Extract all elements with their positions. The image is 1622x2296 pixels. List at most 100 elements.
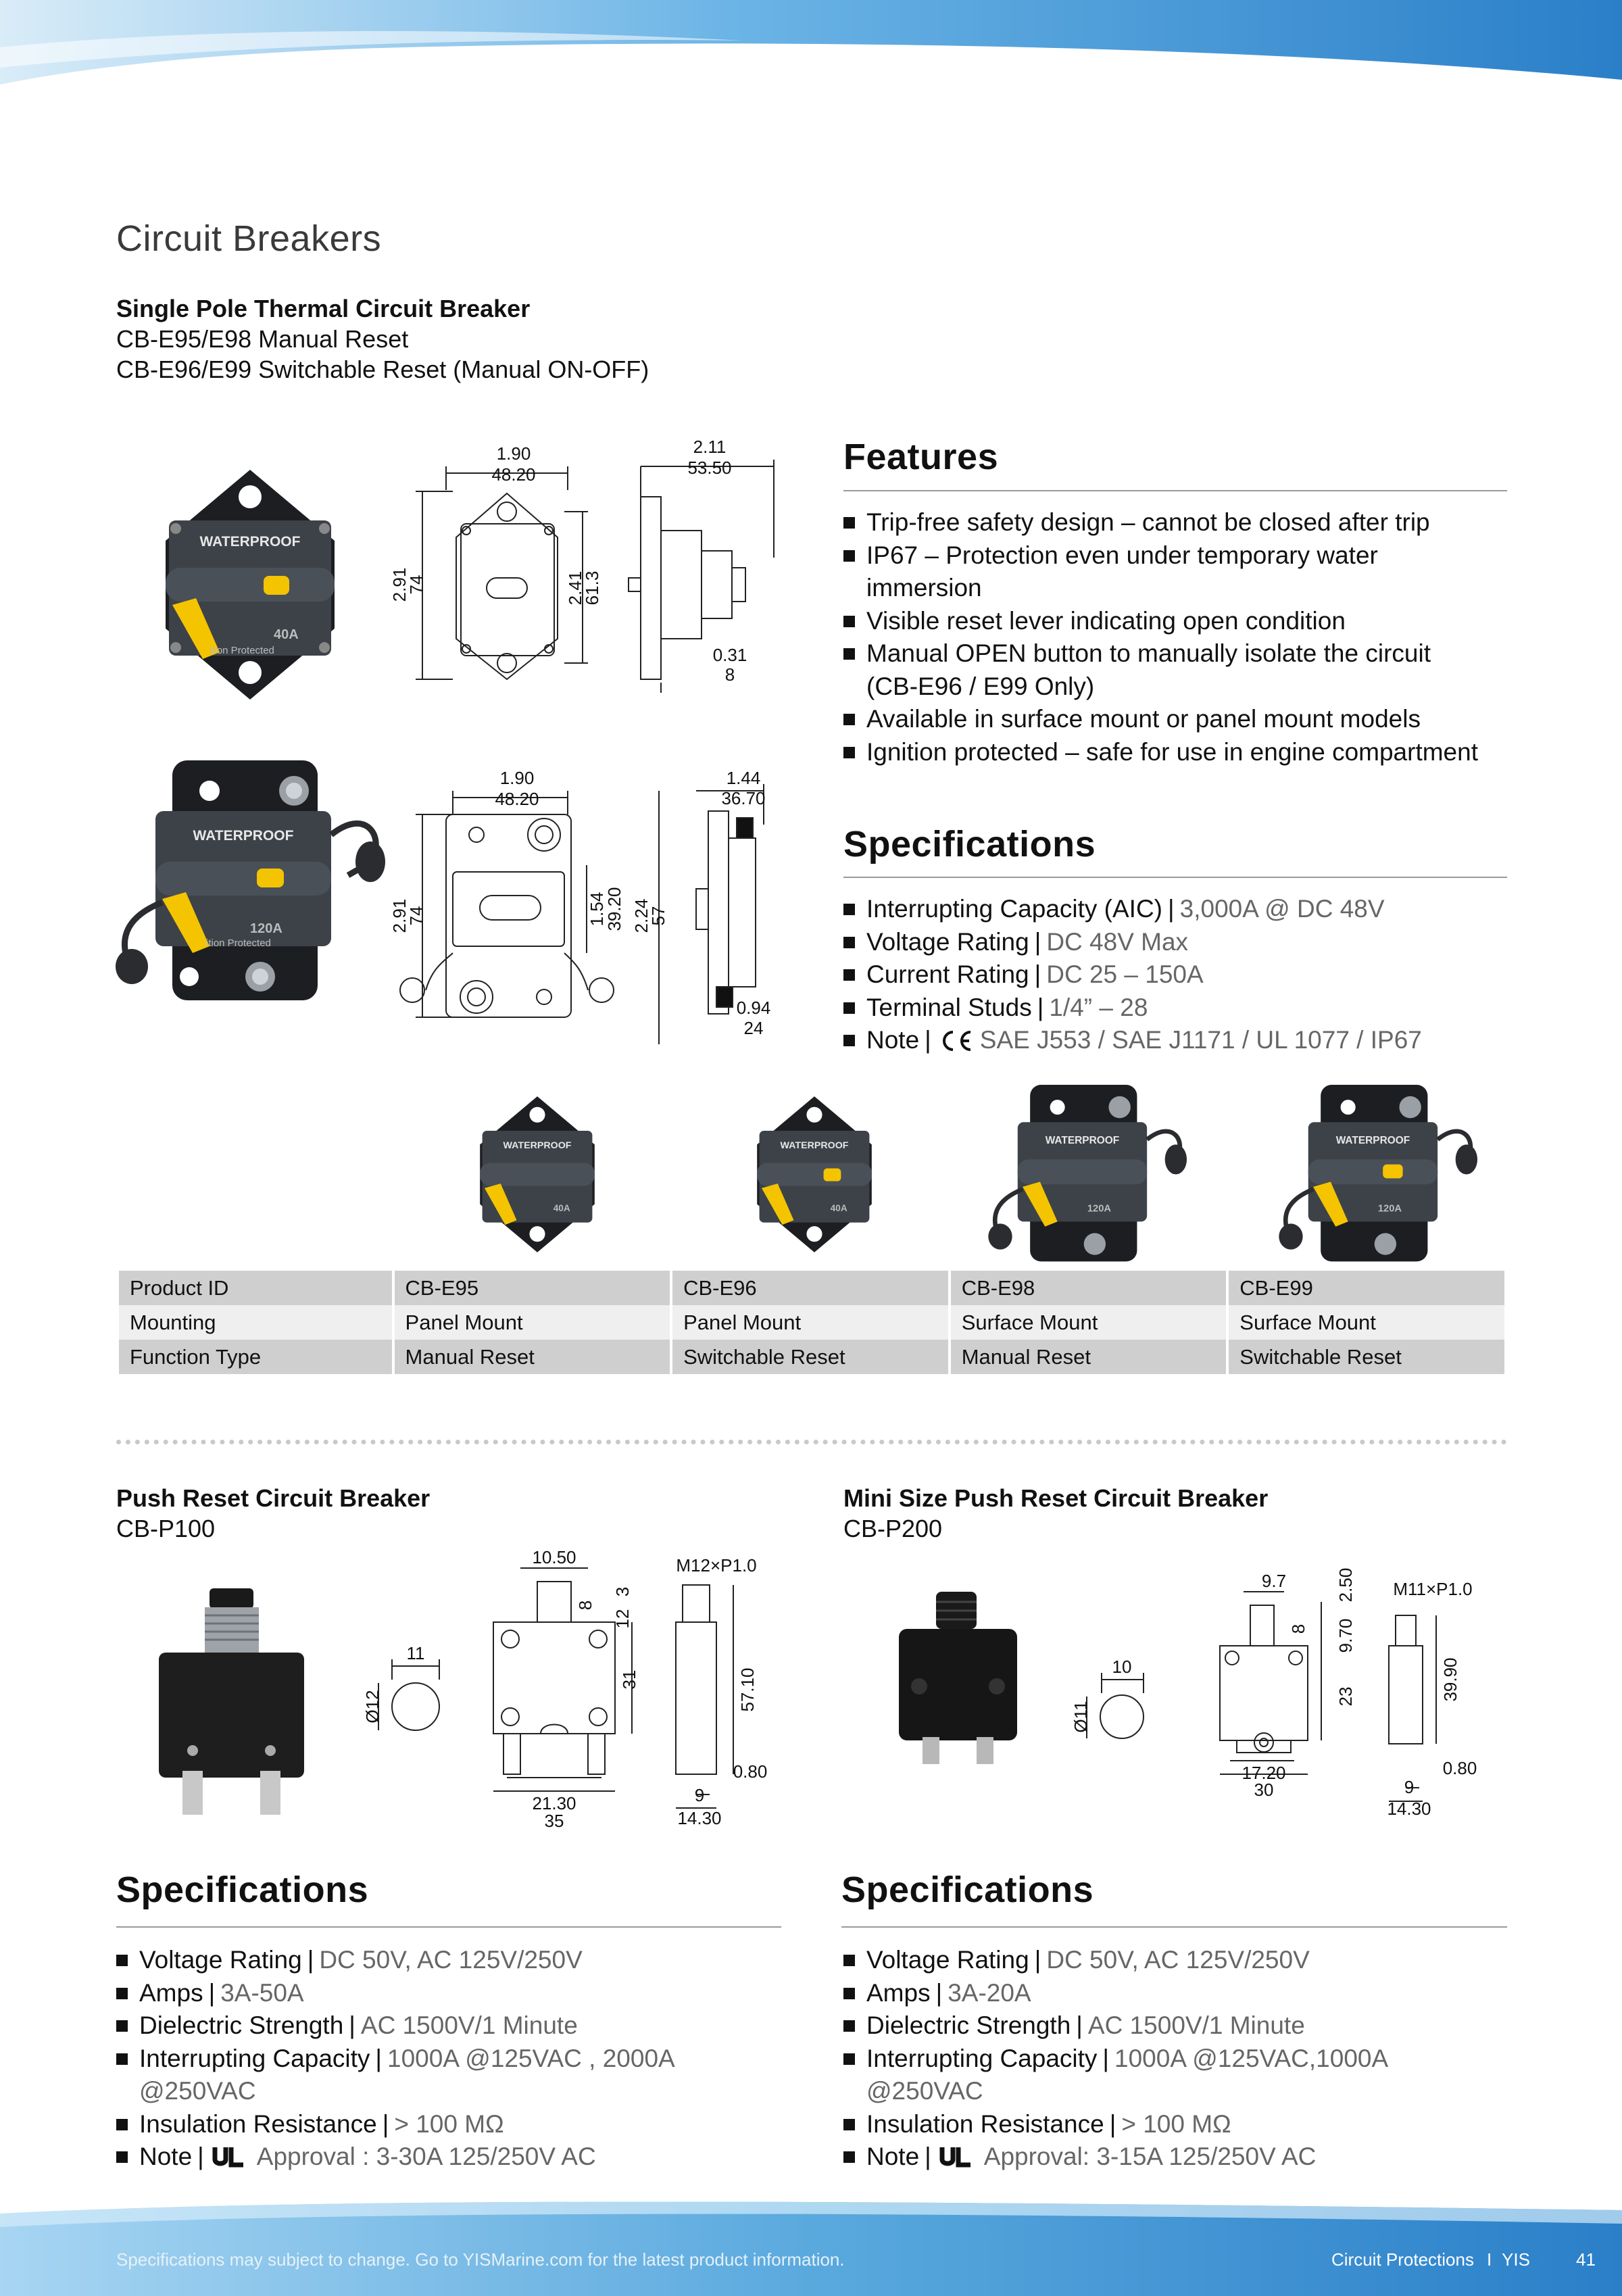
surface-width-mm: 48.20: [495, 789, 539, 809]
spec-item: Voltage Rating|DC 50V, AC 125V/250V: [116, 1944, 792, 1977]
feature-item: Trip-free safety design – cannot be clos…: [843, 506, 1513, 539]
push-top-dim: 10.50: [532, 1547, 576, 1567]
spec-item: Amps|3A-50A: [116, 1977, 792, 2010]
push-model: CB-P100: [116, 1515, 216, 1542]
page-number: 41: [1576, 2249, 1596, 2270]
mini-model: CB-P200: [843, 1515, 943, 1542]
mini-face-dim: 10: [1112, 1657, 1132, 1677]
footer-wave: [0, 2201, 1622, 2296]
mini-d23-dim: 23: [1335, 1687, 1356, 1707]
table-cell: Panel Mount: [394, 1305, 670, 1340]
panel-depth-mm: 53.50: [687, 458, 731, 478]
mini-tab-dim: 0.80: [1443, 1758, 1477, 1778]
features-list: Trip-free safety design – cannot be clos…: [843, 506, 1513, 768]
photo-2-label: WATERPROOF: [193, 828, 294, 844]
surface-depth-in: 1.44: [727, 768, 761, 788]
spec-item: Insulation Resistance|> 100 MΩ: [843, 2108, 1513, 2141]
panel-mount-drawing: 1.90 48.20 2.91 74 2.41 61.3 2.11 53.50 …: [389, 437, 775, 693]
push-breaker-photo: [159, 1588, 304, 1815]
panel-height-in: 2.91: [389, 568, 410, 602]
mini-d250-dim: 2.50: [1335, 1568, 1356, 1602]
mini-d8-dim: 8: [1288, 1624, 1308, 1634]
spec-item: Voltage Rating|DC 48V Max: [843, 926, 1513, 959]
table-row-label: Mounting: [119, 1305, 392, 1340]
table-cell: Switchable Reset: [1229, 1340, 1504, 1374]
table-row: Mounting Panel Mount Panel Mount Surface…: [119, 1305, 1504, 1340]
table-row: Function Type Manual Reset Switchable Re…: [119, 1340, 1504, 1374]
panel-depth-in: 2.11: [693, 437, 727, 457]
surface-base-mm: 24: [744, 1018, 764, 1038]
mini-specs-heading: Specifications: [841, 1870, 1094, 1910]
feature-item: Manual OPEN button to manually isolate t…: [843, 637, 1513, 670]
thermal-specs-list: Interrupting Capacity (AIC)|3,000A @ DC …: [843, 893, 1513, 1057]
push-len-dim: 57.10: [737, 1667, 758, 1711]
push-d12-dim: 12: [612, 1609, 633, 1629]
surface-base-in: 0.94: [737, 998, 771, 1018]
thermal-line-2: CB-E96/E99 Switchable Reset (Manual ON-O…: [116, 356, 649, 383]
spec-item: Note|Approval: 3-15A 125/250V AC: [843, 2141, 1513, 2174]
footer-brand: YIS: [1502, 2249, 1530, 2270]
thermal-line-1: CB-E95/E98 Manual Reset: [116, 325, 409, 353]
feature-item: Available in surface mount or panel moun…: [843, 703, 1513, 736]
push-specs-rule: [116, 1926, 781, 1928]
spec-item: Current Rating|DC 25 – 150A: [843, 958, 1513, 992]
push-d3-dim: 3: [612, 1587, 633, 1596]
panel-hole-in: 2.41: [565, 571, 585, 606]
mini-specs-rule: [841, 1926, 1507, 1928]
push-tab-dim: 0.80: [733, 1761, 768, 1782]
feature-item-cont: (CB-E96 / E99 Only): [866, 672, 1095, 700]
table-cell: Surface Mount: [1229, 1305, 1504, 1340]
push-d8-dim: 8: [575, 1601, 595, 1610]
push-width2-dim: 35: [545, 1811, 564, 1831]
panel-flange-mm: 8: [725, 664, 735, 685]
surface-side-mm: 57: [648, 906, 668, 926]
features-heading: Features: [843, 437, 999, 477]
feature-item: IP67 – Protection even under temporary w…: [843, 539, 1513, 572]
surface-height-in: 2.91: [389, 899, 410, 933]
push-heading: Push Reset Circuit Breaker: [116, 1484, 431, 1512]
push-specs-heading: Specifications: [116, 1870, 369, 1910]
table-cell: CB-E99: [1229, 1271, 1504, 1305]
mini-thread-dim: M11×P1.0: [1393, 1579, 1472, 1599]
photo-1-rating: 40A: [274, 627, 299, 642]
table-row: Product ID CB-E95 CB-E96 CB-E98 CB-E99: [119, 1271, 1504, 1305]
mini-d9-dim: 9: [1404, 1777, 1414, 1797]
footer-divider: I: [1487, 2249, 1492, 2270]
table-cell: Surface Mount: [950, 1305, 1227, 1340]
svg-text:WATERPROOF: WATERPROOF: [1336, 1135, 1410, 1146]
push-d9-dim: 9: [695, 1785, 704, 1805]
product-table: Product ID CB-E95 CB-E96 CB-E98 CB-E99 M…: [116, 1271, 1507, 1374]
mini-dia-dim: Ø11: [1071, 1701, 1091, 1732]
feature-item: Visible reset lever indicating open cond…: [843, 605, 1513, 638]
push-width1-dim: 21.30: [532, 1793, 576, 1813]
table-cell: Manual Reset: [950, 1340, 1227, 1374]
section-divider: [116, 1440, 1507, 1444]
panel-height-mm: 74: [406, 575, 426, 595]
spec-item: Amps|3A-20A: [843, 1977, 1513, 2010]
svg-text:WATERPROOF: WATERPROOF: [781, 1140, 849, 1151]
push-thread-dim: M12×P1.0: [676, 1555, 756, 1576]
thermal-specs-heading: Specifications: [843, 824, 1096, 864]
mini-len-dim: 39.90: [1440, 1657, 1460, 1701]
surface-depth-mm: 36.70: [721, 788, 765, 808]
table-cell: Switchable Reset: [672, 1340, 948, 1374]
mini-width1-dim: 17.20: [1242, 1763, 1285, 1783]
ul-mark-icon: [212, 2147, 243, 2168]
table-row-label: Product ID: [119, 1271, 392, 1305]
mini-heading: Mini Size Push Reset Circuit Breaker: [843, 1484, 1269, 1512]
spec-item: Terminal Studs|1/4” – 28: [843, 992, 1513, 1025]
svg-text:120A: 120A: [1378, 1204, 1402, 1215]
footer-note: Specifications may subject to change. Go…: [116, 2249, 845, 2270]
spec-item: Insulation Resistance|> 100 MΩ: [116, 2108, 792, 2141]
surface-inner-mm: 39.20: [604, 887, 624, 931]
thermal-heading: Single Pole Thermal Circuit Breaker: [116, 295, 531, 322]
thermal-specs-rule: [843, 877, 1507, 878]
spec-item: Interrupting Capacity (AIC)|3,000A @ DC …: [843, 893, 1513, 926]
push-dia-dim: Ø12: [362, 1690, 383, 1723]
svg-text:120A: 120A: [1087, 1204, 1112, 1215]
surface-inner-in: 1.54: [587, 892, 607, 927]
header-wave: [0, 0, 1622, 84]
photo-1-caption: ition Protected: [210, 645, 274, 656]
features-rule: [843, 490, 1507, 491]
panel-width-mm: 48.20: [491, 464, 535, 485]
